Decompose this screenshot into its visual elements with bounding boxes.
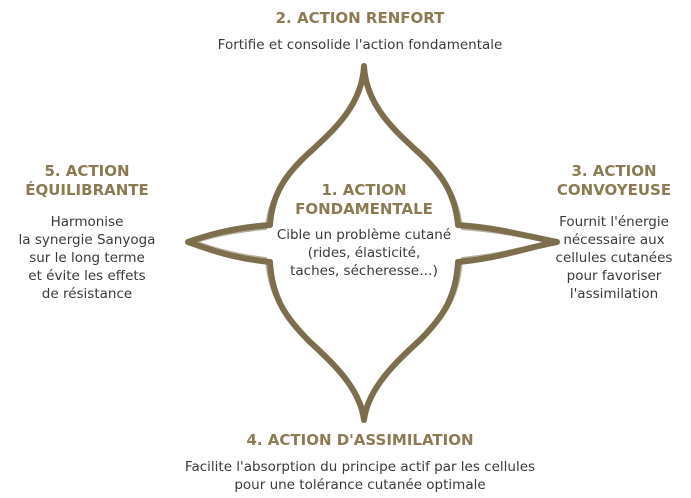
left-text: Harmonise la synergie Sanyoga sur le lon… bbox=[18, 214, 156, 302]
center-text: Cible un problème cutané (rides, élastic… bbox=[276, 227, 452, 279]
left-title: 5. ACTION ÉQUILIBRANTE bbox=[25, 162, 149, 199]
right-text: Fournit l'énergie nécessaire aux cellule… bbox=[555, 214, 673, 302]
quatrefoil-brush-texture bbox=[195, 71, 551, 415]
center-title: 1. ACTION FONDAMENTALE bbox=[295, 181, 433, 218]
quatrefoil-shape bbox=[185, 63, 560, 423]
bottom-title: 4. ACTION D'ASSIMILATION bbox=[246, 431, 474, 449]
bottom-text: Facilite l'absorption du principe actif … bbox=[184, 459, 536, 493]
right-title: 3. ACTION CONVOYEUSE bbox=[556, 162, 672, 199]
top-text: Fortifie et consolide l'action fondament… bbox=[217, 37, 503, 53]
top-title: 2. ACTION RENFORT bbox=[275, 9, 445, 27]
